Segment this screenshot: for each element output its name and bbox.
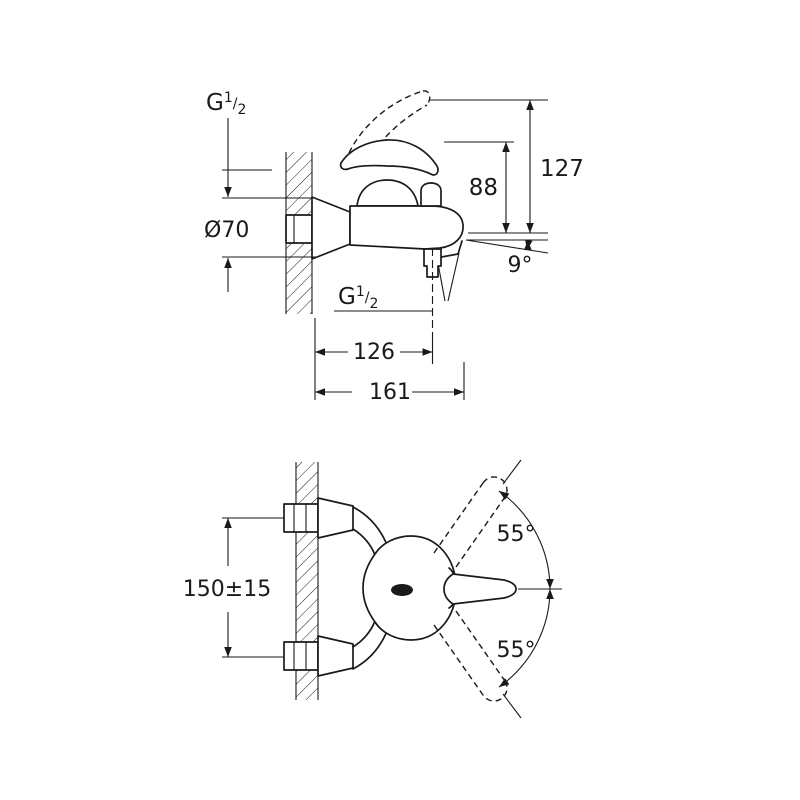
thread-size-wall-label: G1/2: [206, 90, 246, 118]
angle-arc: [498, 490, 554, 590]
upper-union: [283, 497, 354, 539]
escutcheon-plan: [317, 497, 354, 539]
body-connection-arms: [352, 506, 390, 670]
arm-edge-line: [352, 506, 390, 551]
dimensions-side-view: G1/2 Ø70 88 127 9°: [204, 90, 584, 405]
angle-arc: [498, 588, 554, 688]
spout-angle-label: 9°: [508, 253, 533, 278]
angle-ext-line: [502, 693, 522, 719]
union-nut-body: [283, 503, 319, 533]
dimensions-plan-view: 150±15 55° 55°: [183, 459, 562, 719]
union-nut-body: [283, 641, 319, 671]
arm-edge-line: [352, 528, 376, 556]
dim-127-label: 127: [540, 156, 584, 182]
arm-edge-line: [352, 625, 390, 670]
dim-150-label: 150±15: [183, 577, 271, 602]
diameter-label: Ø70: [204, 218, 249, 243]
swung-lever-edge: [433, 482, 484, 554]
faucet-body-side: [349, 205, 464, 250]
upper-swing-label: 55°: [497, 522, 536, 547]
side-view: G1/2 Ø70 88 127 9°: [204, 90, 584, 405]
swung-lever-edge: [455, 496, 506, 568]
diverter-knob: [420, 182, 442, 207]
arm-edge-line: [352, 620, 376, 648]
wall-union-nut: [285, 214, 313, 244]
angle-ext-line: [502, 459, 522, 485]
lever-handle-plan: [443, 573, 517, 605]
angle-line: [465, 239, 549, 254]
lever-handle-side: [339, 139, 439, 176]
lower-swing-label: 55°: [497, 638, 536, 663]
dim-126-label: 126: [353, 340, 395, 365]
upper-swing-angle-dim: 55°: [497, 459, 562, 590]
plan-view: 150±15 55° 55°: [183, 459, 562, 719]
dim-88-label: 88: [469, 175, 498, 201]
cartridge-dome: [356, 179, 419, 207]
temperature-indicator-dot: [391, 584, 413, 596]
escutcheon-plan: [317, 635, 354, 677]
escutcheon-side: [311, 196, 351, 260]
thread-size-shower-label: G1/2: [338, 284, 378, 312]
raised-lever-tip: [422, 90, 431, 106]
raised-lever-dashed: [348, 90, 431, 162]
spout-angle-dim: 9°: [465, 239, 549, 278]
dim-161-label: 161: [369, 380, 411, 405]
lower-union: [283, 635, 354, 677]
raised-lever-inner-edge: [367, 104, 428, 162]
stream-edge-line: [447, 252, 460, 302]
lower-swing-angle-dim: 55°: [497, 588, 554, 719]
swung-lever-edge: [433, 624, 484, 696]
swung-lever-edge: [455, 610, 506, 682]
union-nut-body: [285, 214, 313, 244]
angle-arc: [524, 239, 533, 251]
